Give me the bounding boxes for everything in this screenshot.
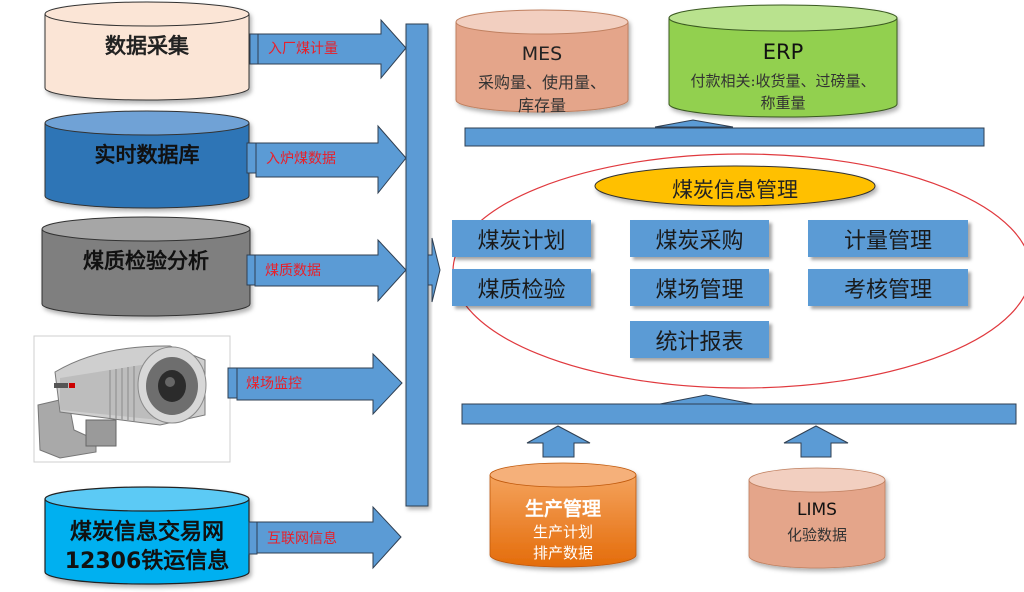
production-line2: 排产数据 bbox=[532, 544, 593, 562]
vertical-bus-bar bbox=[405, 23, 429, 507]
source-label-coal-quality: 煤质检验分析 bbox=[83, 248, 209, 273]
lims-line1: 化验数据 bbox=[786, 526, 847, 544]
cylinder-data-collection bbox=[44, 1, 250, 101]
erp-title: ERP bbox=[762, 40, 804, 64]
flow-label-internet-info: 互联网信息 bbox=[267, 531, 337, 547]
production-line1: 生产计划 bbox=[532, 523, 593, 541]
module-coal-yard-mgmt[interactable]: 煤场管理 bbox=[630, 269, 769, 306]
module-statistical-reports[interactable]: 统计报表 bbox=[630, 321, 769, 358]
arrow-up-production bbox=[526, 425, 591, 458]
core-title-badge bbox=[594, 165, 876, 207]
arrow-up-lims bbox=[783, 425, 849, 458]
bottom-bus-bar bbox=[461, 403, 1017, 425]
cylinder-mes bbox=[455, 9, 629, 113]
core-title: 煤炭信息管理 bbox=[672, 178, 798, 202]
source-label-data-collection: 数据采集 bbox=[105, 33, 189, 58]
arrow-coal-yard-monitor bbox=[227, 352, 403, 416]
arrow-coal-intake bbox=[249, 18, 407, 80]
top-bus-bar bbox=[464, 127, 985, 147]
arrow-internet-info bbox=[248, 505, 402, 570]
arrow-coal-quality bbox=[246, 238, 407, 303]
flow-label-coal-quality: 煤质数据 bbox=[265, 263, 321, 279]
module-coal-quality-inspection[interactable]: 煤质检验 bbox=[452, 269, 591, 306]
source-label-coal-trade-line2: 12306铁运信息 bbox=[64, 549, 230, 574]
erp-line2: 称重量 bbox=[760, 94, 806, 112]
lims-title: LIMS bbox=[797, 500, 837, 520]
arrow-to-core bbox=[427, 237, 441, 303]
arrow-furnace-coal bbox=[246, 124, 407, 195]
source-label-coal-trade-line1: 煤炭信息交易网 bbox=[69, 520, 224, 545]
cylinder-production bbox=[489, 462, 637, 568]
module-coal-purchase[interactable]: 煤炭采购 bbox=[630, 220, 769, 257]
arrow-up-to-outputs bbox=[654, 119, 734, 128]
cylinder-erp bbox=[668, 4, 898, 118]
flow-label-coal-yard-monitor: 煤场监控 bbox=[246, 376, 302, 392]
arrow-up-to-core bbox=[659, 394, 754, 405]
flow-label-furnace-coal: 入炉煤数据 bbox=[266, 151, 336, 167]
cylinder-coal-quality bbox=[41, 216, 251, 317]
cylinder-coal-trade bbox=[44, 486, 250, 585]
mes-line2: 库存量 bbox=[517, 96, 566, 115]
erp-line1: 付款相关:收货量、过磅量、 bbox=[690, 72, 876, 90]
module-assessment-mgmt[interactable]: 考核管理 bbox=[808, 269, 968, 306]
flow-label-coal-intake: 入厂煤计量 bbox=[268, 41, 338, 57]
module-metering-mgmt[interactable]: 计量管理 bbox=[808, 220, 968, 257]
mes-line1: 采购量、使用量、 bbox=[477, 73, 606, 92]
cylinder-realtime-db bbox=[44, 110, 250, 209]
source-label-realtime-db: 实时数据库 bbox=[94, 142, 200, 167]
mes-title: MES bbox=[521, 43, 563, 65]
camera-image bbox=[33, 335, 231, 463]
production-title: 生产管理 bbox=[524, 498, 601, 520]
cylinder-lims bbox=[748, 467, 886, 569]
module-coal-plan[interactable]: 煤炭计划 bbox=[452, 220, 591, 257]
